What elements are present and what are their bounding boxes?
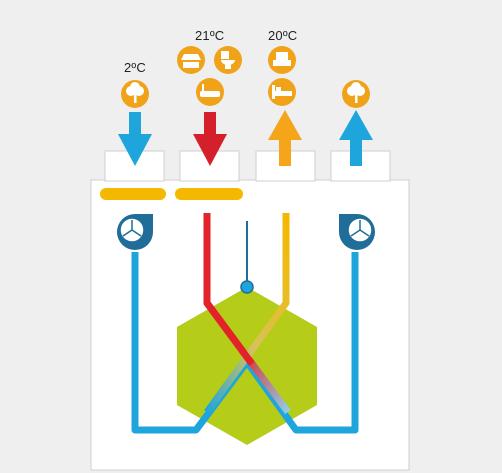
bathtub-icon [196,78,224,106]
fan-outdoor [117,214,153,250]
tree-icon [121,80,149,108]
cooker-hood-icon [177,46,205,74]
airflow-indoor-extract-top [203,213,255,367]
bed-icon [268,78,296,106]
filter-extract [175,188,243,200]
temperature-outdoor-fresh: 2ºC [124,60,146,75]
temperature-supply-air: 20ºC [268,28,298,43]
arrow-outdoor-intake-down [118,112,152,166]
fan-exhaust [339,214,375,250]
filter-outdoor [100,188,166,200]
airflow-supply [204,213,290,415]
airflow-exhaust [244,252,359,434]
armchair-icon [268,46,296,74]
toilet-icon [214,46,242,74]
arrow-exhaust-up [339,110,373,166]
arrow-supply-up [268,110,302,166]
tree-icon [342,80,370,108]
temperature-indoor-extract: 21ºC [195,28,225,43]
arrow-extract-down [193,112,227,166]
sensor-node [240,280,254,294]
